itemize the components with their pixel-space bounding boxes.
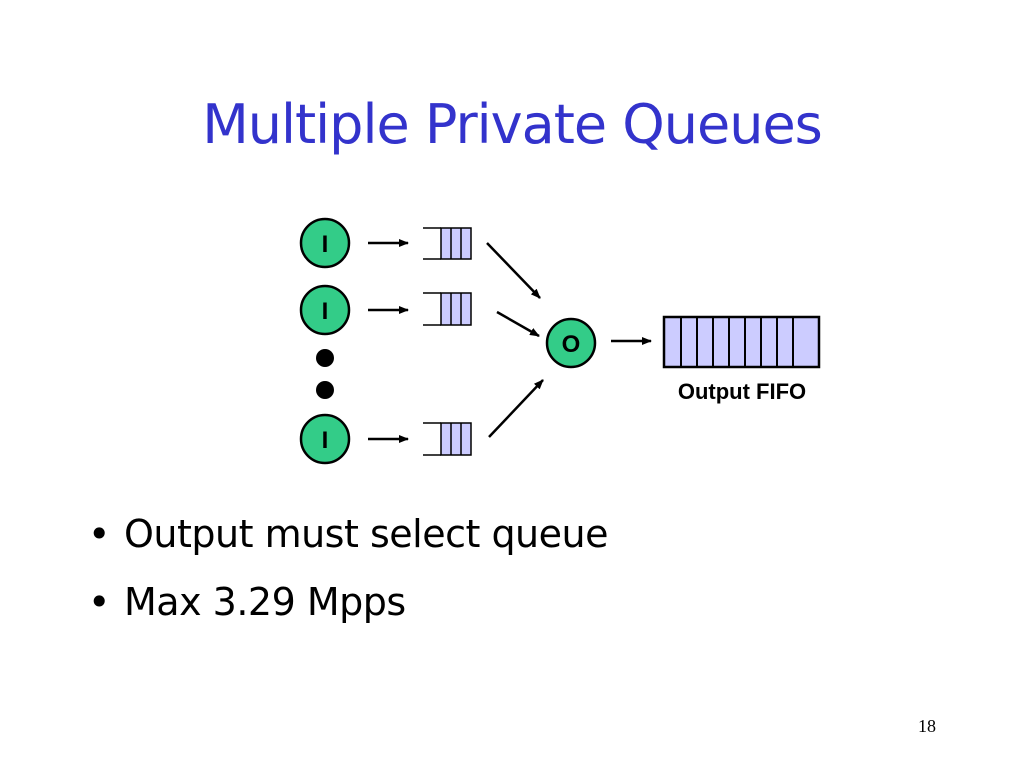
output-node: O [545, 317, 597, 369]
output-fifo [662, 315, 821, 369]
arrow-queue-1-to-output [486, 242, 541, 299]
input-node-2: I [299, 284, 351, 336]
bullet-text: Max 3.29 Mpps [124, 580, 406, 624]
bullet-icon: • [88, 512, 110, 556]
ellipsis-dot-1 [316, 349, 334, 367]
bullet-list: • Output must select queue • Max 3.29 Mp… [88, 500, 609, 636]
input-node-1: I [299, 217, 351, 269]
input-node-3-label: I [322, 427, 329, 454]
bullet-item: • Max 3.29 Mpps [88, 568, 608, 636]
private-queue-1 [423, 227, 472, 260]
bullet-icon: • [88, 580, 110, 624]
ellipsis-dot-2 [316, 381, 334, 399]
input-node-3: I [299, 413, 351, 465]
output-node-label: O [562, 331, 581, 358]
input-node-2-label: I [322, 298, 329, 325]
arrow-queue-3-to-output [488, 379, 544, 438]
bullet-text: Output must select queue [124, 512, 609, 556]
output-fifo-label: Output FIFO [678, 379, 806, 404]
private-queue-2 [423, 292, 472, 326]
slide-title: Multiple Private Queues [202, 93, 823, 156]
page-number: 18 [918, 716, 936, 736]
private-queue-3 [423, 422, 472, 456]
bullet-item: • Output must select queue [88, 500, 609, 568]
arrow-queue-2-to-output [496, 310, 540, 338]
input-node-1-label: I [322, 231, 329, 258]
